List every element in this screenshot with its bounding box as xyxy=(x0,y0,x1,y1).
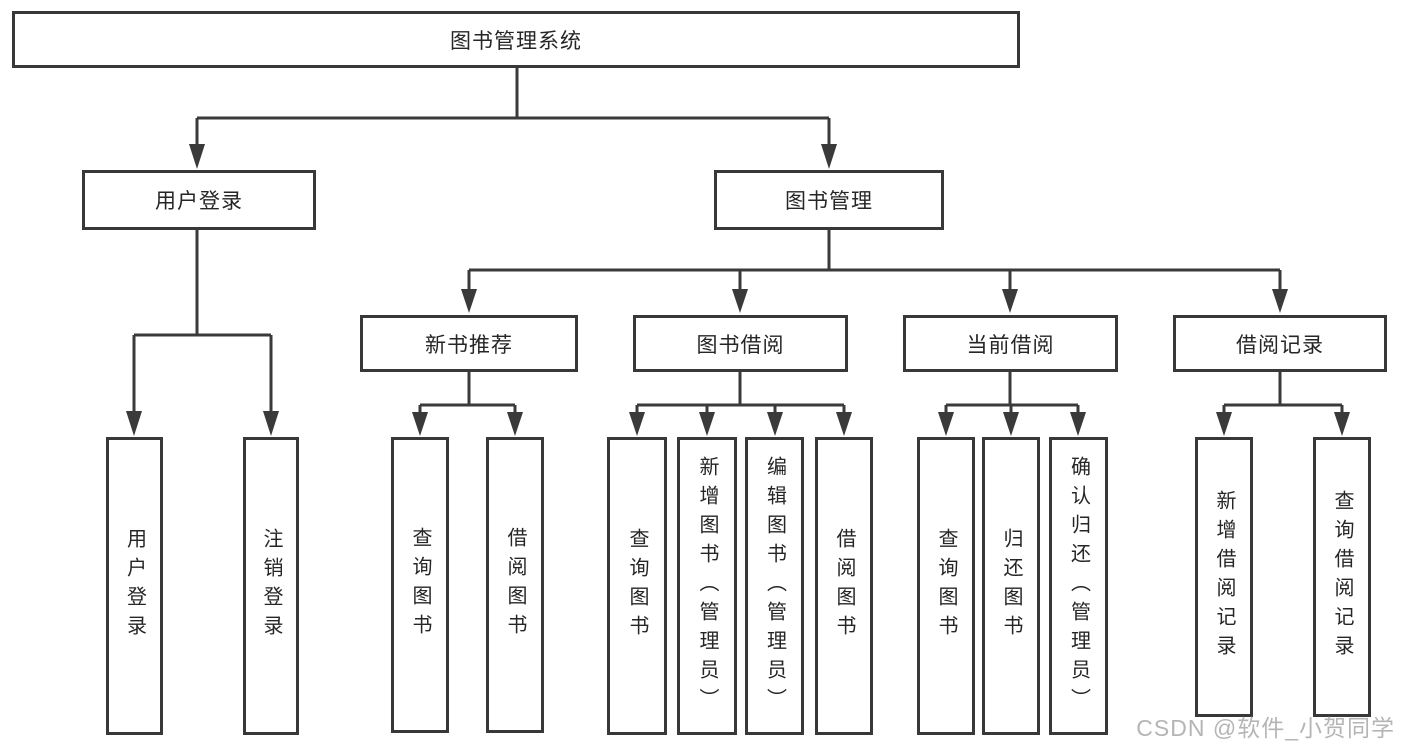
node-user-login: 用户登录 xyxy=(82,170,316,230)
connector-root-to-level2 xyxy=(189,68,837,169)
leaf-logout-login: 注销登录 xyxy=(243,437,299,735)
node-new-book-recommend: 新书推荐 xyxy=(360,315,578,372)
leaf-current-confirm-return-admin-label: 确认归还（管理员） xyxy=(1067,455,1090,717)
node-book-borrow: 图书借阅 xyxy=(633,315,848,372)
node-borrow-records: 借阅记录 xyxy=(1173,315,1387,372)
leaf-newbook-borrow-books-label: 借阅图书 xyxy=(504,527,526,643)
leaf-borrow-add-books-admin-label: 新增图书（管理员） xyxy=(696,455,718,717)
leaf-current-query-books: 查询图书 xyxy=(917,437,975,735)
leaf-borrow-borrow-books-label: 借阅图书 xyxy=(833,528,855,644)
leaf-borrow-add-books-admin: 新增图书（管理员） xyxy=(677,437,737,735)
leaf-records-add-record: 新增借阅记录 xyxy=(1195,437,1253,717)
leaf-current-query-books-label: 查询图书 xyxy=(935,528,957,644)
leaf-borrow-edit-books-admin-label: 编辑图书（管理员） xyxy=(763,455,786,717)
leaf-logout-login-label: 注销登录 xyxy=(260,528,282,644)
leaf-borrow-query-books-label: 查询图书 xyxy=(626,528,648,644)
leaf-borrow-borrow-books: 借阅图书 xyxy=(815,437,873,735)
leaf-newbook-query-books: 查询图书 xyxy=(391,437,449,733)
connector-book-borrow-children xyxy=(629,372,852,436)
csdn-watermark: CSDN @软件_小贺同学 xyxy=(1136,715,1395,741)
connector-user-login-children xyxy=(126,230,279,436)
node-book-management: 图书管理 xyxy=(714,170,944,230)
leaf-newbook-borrow-books: 借阅图书 xyxy=(486,437,544,733)
connector-borrow-records-children xyxy=(1216,372,1350,436)
node-root-system: 图书管理系统 xyxy=(12,11,1020,68)
leaf-records-add-record-label: 新增借阅记录 xyxy=(1213,490,1235,664)
leaf-user-login: 用户登录 xyxy=(106,437,163,735)
connector-book-management-children xyxy=(461,230,1288,313)
leaf-records-query-record: 查询借阅记录 xyxy=(1313,437,1371,717)
leaf-user-login-label: 用户登录 xyxy=(123,528,146,644)
leaf-borrow-edit-books-admin: 编辑图书（管理员） xyxy=(745,437,804,735)
leaf-newbook-query-books-label: 查询图书 xyxy=(409,527,431,643)
leaf-current-confirm-return-admin: 确认归还（管理员） xyxy=(1049,437,1108,735)
leaf-records-query-record-label: 查询借阅记录 xyxy=(1331,490,1353,664)
leaf-borrow-query-books: 查询图书 xyxy=(607,437,667,735)
leaf-current-return-books-label: 归还图书 xyxy=(1000,528,1022,644)
connector-current-borrow-children xyxy=(938,372,1086,436)
node-current-borrow: 当前借阅 xyxy=(903,315,1118,372)
leaf-current-return-books: 归还图书 xyxy=(982,437,1040,735)
connector-new-book-children xyxy=(412,372,523,436)
